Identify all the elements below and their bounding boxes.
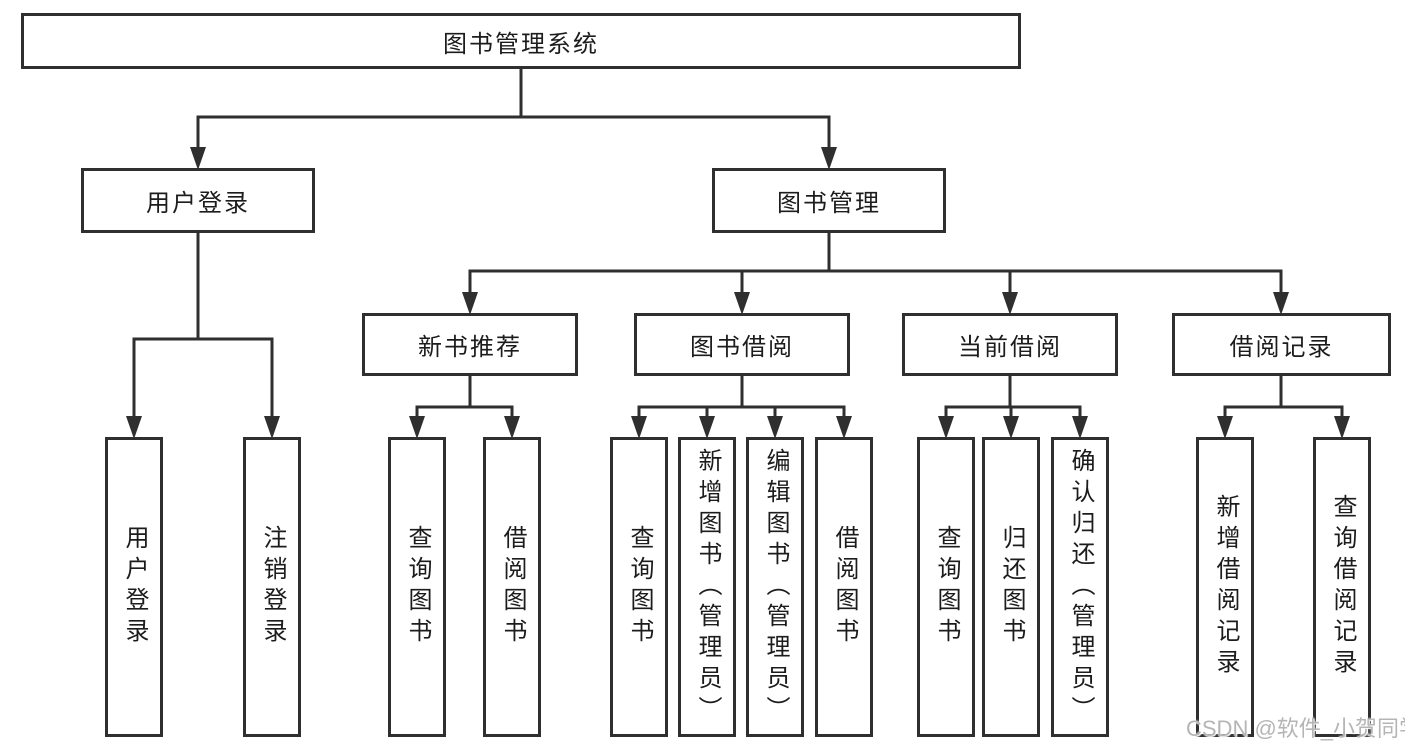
leaf-borrow-edit-book-admin: 编辑图书（管理员）	[746, 437, 804, 737]
leaf-label: 查询图书	[933, 525, 960, 649]
node-label: 借阅记录	[1229, 334, 1334, 361]
leaf-label: 确认归还（管理员）	[1067, 447, 1094, 727]
node-label: 用户登录	[146, 190, 250, 217]
leaf-label: 归还图书	[998, 525, 1025, 649]
node-label: 当前借阅	[958, 334, 1062, 361]
csdn-watermark: CSDN @软件_小贺同学	[1186, 716, 1405, 741]
leaf-label: 查询图书	[626, 525, 653, 649]
leaf-user-login: 用户登录	[105, 437, 163, 737]
leaf-newbook-query-book: 查询图书	[388, 437, 446, 737]
leaf-borrow-query-book: 查询图书	[610, 437, 668, 737]
node-label: 图书管理系统	[443, 30, 599, 58]
leaf-label: 查询图书	[404, 525, 431, 649]
node-new-book-recommend: 新书推荐	[362, 313, 578, 376]
leaf-label: 编辑图书（管理员）	[762, 447, 789, 727]
leaf-label: 查询借阅记录	[1329, 494, 1356, 680]
node-user-login: 用户登录	[81, 168, 315, 233]
node-library-management-system: 图书管理系统	[21, 13, 1021, 69]
node-current-borrow: 当前借阅	[902, 313, 1118, 376]
node-label: 图书借阅	[690, 334, 794, 361]
leaf-newbook-borrow-book: 借阅图书	[483, 437, 541, 737]
leaf-label: 注销登录	[259, 525, 286, 649]
leaf-borrow-add-book-admin: 新增图书（管理员）	[678, 437, 736, 737]
leaf-records-query-record: 查询借阅记录	[1313, 437, 1371, 737]
leaf-logout-login: 注销登录	[243, 437, 301, 737]
node-borrow-records: 借阅记录	[1172, 313, 1391, 376]
leaf-current-query-book: 查询图书	[917, 437, 975, 737]
leaf-label: 新增借阅记录	[1212, 494, 1239, 680]
leaf-records-add-record: 新增借阅记录	[1196, 437, 1254, 737]
leaf-borrow-borrow-book: 借阅图书	[815, 437, 873, 737]
leaf-label: 用户登录	[121, 525, 148, 649]
leaf-label: 新增图书（管理员）	[694, 447, 721, 727]
node-book-borrow: 图书借阅	[634, 313, 850, 376]
arrowhead-icons	[126, 147, 1350, 439]
leaf-label: 借阅图书	[499, 525, 526, 649]
leaf-label: 借阅图书	[831, 525, 858, 649]
node-label: 新书推荐	[418, 334, 522, 361]
node-label: 图书管理	[777, 190, 881, 217]
leaf-current-confirm-return-admin: 确认归还（管理员）	[1051, 437, 1109, 737]
leaf-current-return-book: 归还图书	[982, 437, 1040, 737]
node-book-management: 图书管理	[712, 168, 946, 233]
